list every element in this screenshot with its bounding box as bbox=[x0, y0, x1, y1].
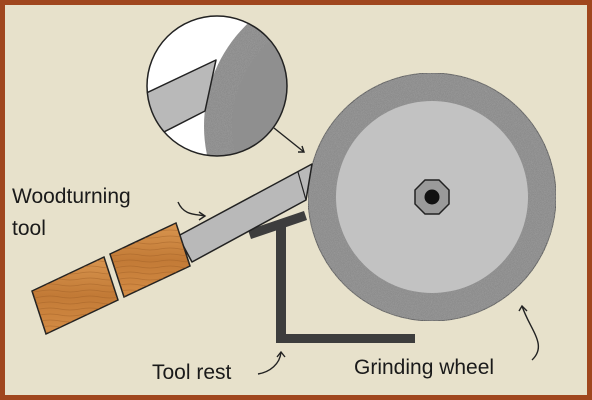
inset-pointer-arrow-head bbox=[298, 145, 305, 153]
inset-pointer-arrow bbox=[273, 127, 305, 153]
label-grinding-wheel: Grinding wheel bbox=[354, 356, 494, 379]
tool-rest-pointer-arrow bbox=[257, 351, 282, 375]
wheel-pointer-arrow bbox=[521, 305, 539, 361]
label-tool-rest: Tool rest bbox=[152, 361, 232, 384]
woodturning-tool bbox=[31, 163, 313, 336]
wheel-pointer-arrow-head bbox=[518, 304, 528, 312]
tool-pointer-arrow bbox=[177, 201, 206, 217]
label-woodturning-tool: Woodturning bbox=[12, 185, 131, 208]
tool-rest-pointer-arrow-head bbox=[276, 350, 286, 358]
tool-rest bbox=[248, 211, 415, 343]
arbor-hole bbox=[424, 189, 440, 205]
tool-rest-post bbox=[276, 225, 286, 341]
callout-arrows bbox=[177, 127, 539, 375]
tool-rest-base bbox=[276, 334, 415, 343]
grinding-wheel bbox=[307, 72, 557, 322]
tool-bevel-edge bbox=[297, 171, 307, 201]
magnified-inset bbox=[146, 15, 288, 157]
tool-pointer-arrow-head bbox=[198, 211, 207, 221]
label-woodturning-tool-line2: tool bbox=[12, 217, 46, 240]
inset-border bbox=[146, 15, 288, 157]
tool-handle bbox=[31, 221, 191, 336]
inset-tool-blade bbox=[147, 59, 217, 135]
